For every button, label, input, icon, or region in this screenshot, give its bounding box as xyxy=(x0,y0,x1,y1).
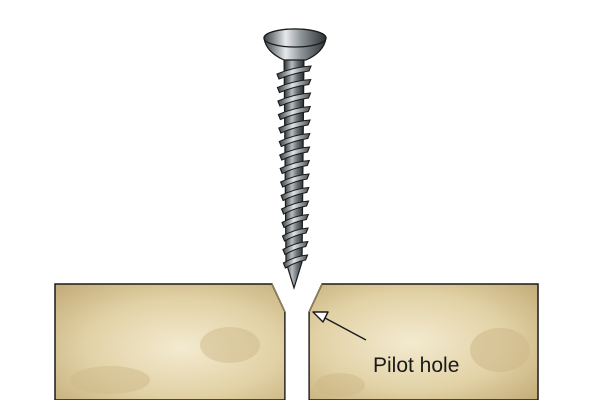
pilot-hole xyxy=(285,312,309,400)
screw-thread xyxy=(279,159,311,175)
screw-thread xyxy=(276,78,312,94)
screw-thread xyxy=(282,254,309,269)
screw-thread xyxy=(280,200,310,215)
screw-thread xyxy=(281,213,310,229)
screw-thread xyxy=(277,105,312,121)
right-wood-block xyxy=(308,283,539,401)
left-wood-block xyxy=(54,283,286,401)
screw-thread xyxy=(278,119,311,134)
screw-thread xyxy=(282,240,309,256)
pilot-hole-label: Pilot hole xyxy=(373,354,460,377)
screw-thread xyxy=(280,186,310,202)
screw-thread xyxy=(279,173,310,188)
countersunk-screw-icon xyxy=(263,28,327,291)
screw-thread xyxy=(279,146,311,161)
screw-thread xyxy=(277,92,312,107)
screw-thread xyxy=(281,227,309,242)
screw-thread xyxy=(276,65,312,80)
screw-thread xyxy=(278,132,311,148)
arrow-icon xyxy=(312,311,367,341)
